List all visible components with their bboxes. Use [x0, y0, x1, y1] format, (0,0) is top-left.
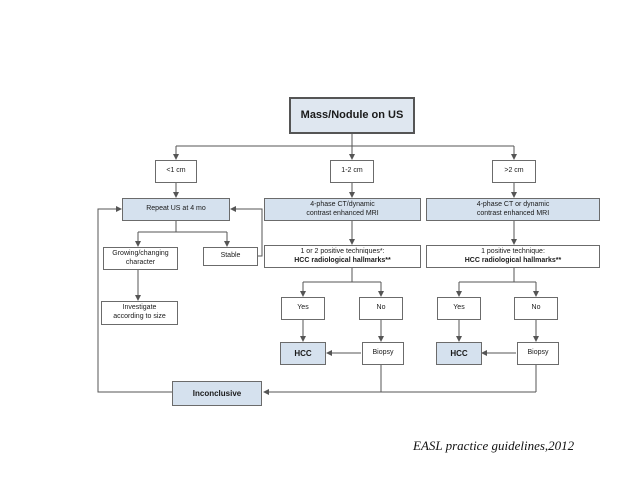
- biopsy-large-label: Biopsy: [527, 349, 549, 357]
- hcc-large-node: HCC: [436, 342, 482, 365]
- title-text: Mass/Nodule on US: [300, 108, 404, 121]
- growing-label-2: character: [125, 258, 156, 266]
- ct-mid-label-2: contrast enhanced MRI: [306, 209, 379, 217]
- investigate-label-2: according to size: [113, 313, 166, 320]
- no-mid-label: No: [376, 304, 386, 312]
- hcc-mid-label: HCC: [294, 348, 312, 358]
- ct-large-label-1: 4-phase CT or dynamic: [476, 200, 550, 208]
- no-large-node: No: [514, 297, 558, 320]
- tech-mid-label-2: HCC radiological hallmarks**: [294, 256, 391, 264]
- size-small-node: <1 cm: [155, 160, 197, 183]
- stable-node: Stable: [203, 247, 258, 266]
- inconclusive-node: Inconclusive: [172, 381, 262, 406]
- biopsy-mid-label: Biopsy: [372, 349, 394, 357]
- repeat-us-label: Repeat US at 4 mo: [146, 205, 206, 213]
- yes-large-node: Yes: [437, 297, 481, 320]
- size-large-node: >2 cm: [492, 160, 536, 183]
- caption: EASL practice guidelines,2012: [413, 438, 575, 453]
- investigate-label-1: Investigate: [122, 304, 157, 312]
- stable-label: Stable: [220, 252, 241, 260]
- yes-mid-label: Yes: [297, 304, 309, 312]
- hcc-large-label: HCC: [450, 348, 468, 358]
- growing-node: Growing/changing character: [103, 247, 178, 270]
- size-mid-node: 1-2 cm: [330, 160, 374, 183]
- size-small-label: <1 cm: [166, 167, 186, 175]
- no-large-label: No: [531, 304, 541, 312]
- inconclusive-label: Inconclusive: [192, 388, 242, 398]
- tech-large-label-2: HCC radiological hallmarks**: [464, 256, 562, 264]
- no-mid-node: No: [359, 297, 403, 320]
- biopsy-large-node: Biopsy: [517, 342, 559, 365]
- title-node: Mass/Nodule on US: [289, 97, 415, 134]
- ct-large-label-2: contrast enhanced MRI: [476, 209, 550, 217]
- size-mid-label: 1-2 cm: [341, 167, 363, 175]
- ct-large-node: 4-phase CT or dynamic contrast enhanced …: [426, 198, 600, 221]
- tech-mid-node: 1 or 2 positive techniques*: HCC radiolo…: [264, 245, 421, 268]
- yes-mid-node: Yes: [281, 297, 325, 320]
- ct-mid-node: 4-phase CT/dynamic contrast enhanced MRI: [264, 198, 421, 221]
- ct-mid-label-1: 4-phase CT/dynamic: [310, 200, 375, 208]
- yes-large-label: Yes: [453, 304, 465, 312]
- tech-large-label-1: 1 positive technique:: [481, 247, 545, 255]
- investigate-node: Investigate according to size: [101, 301, 178, 325]
- tech-large-node: 1 positive technique: HCC radiological h…: [426, 245, 600, 268]
- growing-label-1: Growing/changing: [112, 249, 169, 257]
- biopsy-mid-node: Biopsy: [362, 342, 404, 365]
- repeat-us-node: Repeat US at 4 mo: [122, 198, 230, 221]
- size-large-label: >2 cm: [504, 167, 524, 175]
- hcc-mid-node: HCC: [280, 342, 326, 365]
- tech-mid-label-1: 1 or 2 positive techniques*:: [300, 247, 385, 255]
